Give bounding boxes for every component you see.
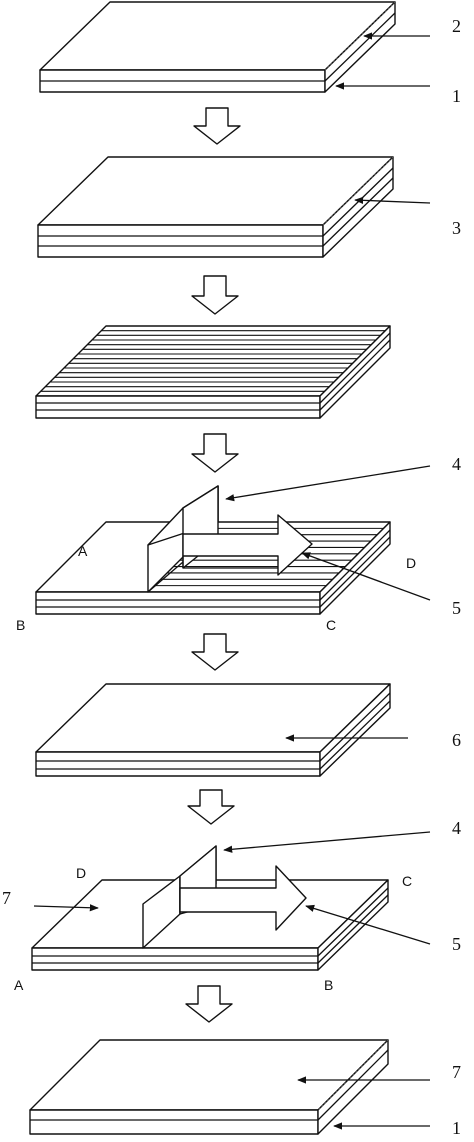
down-arrow-4 [191,633,239,671]
direction-arrow-6 [179,865,307,931]
groove-hatching [40,330,386,392]
label-6: 6 [452,730,461,750]
step5-plate [35,683,391,777]
corner-A-step6: A [14,977,24,993]
step1-plate [39,1,396,93]
leader-label-7-step6: 7 [2,888,99,912]
down-arrow-6 [185,985,233,1023]
leader-label-3: 3 [354,196,461,238]
leader-label-5-step4: 5 [301,552,461,618]
leader-label-4-step4: 4 [225,454,461,502]
leader-label-1: 1 [335,82,461,106]
corner-C-step4: C [326,617,336,633]
corner-C-step6: C [402,873,412,889]
label-4-step4: 4 [452,454,461,474]
label-3: 3 [452,218,461,238]
label-1-step7: 1 [452,1118,461,1138]
corner-B-step4: B [16,617,25,633]
label-4-step6: 4 [452,818,461,838]
label-2: 2 [452,16,461,36]
step2-plate [37,156,394,258]
down-arrow-5 [187,789,235,825]
down-arrow-3 [191,433,239,473]
leader-label-1-step7: 1 [333,1118,461,1138]
corner-D-step6: D [76,865,86,881]
down-arrow-2 [191,275,239,315]
label-7-step7: 7 [452,1062,461,1082]
step3-plate [35,325,391,419]
corner-B-step6: B [324,977,333,993]
leader-label-7-step7: 7 [297,1062,461,1084]
step7-plate [29,1039,389,1135]
label-1: 1 [452,86,461,106]
leader-label-5-step6: 5 [305,904,461,954]
leader-label-4-step6: 4 [223,818,461,853]
down-arrow-1 [193,107,241,145]
corner-A-step4: A [78,543,88,559]
label-5-step6: 5 [452,934,461,954]
leader-label-6: 6 [285,730,461,750]
label-7-step6: 7 [2,888,11,908]
leader-label-2: 2 [363,16,461,40]
corner-D-step4: D [406,555,416,571]
label-5-step4: 5 [452,598,461,618]
direction-arrow-4 [182,514,313,576]
